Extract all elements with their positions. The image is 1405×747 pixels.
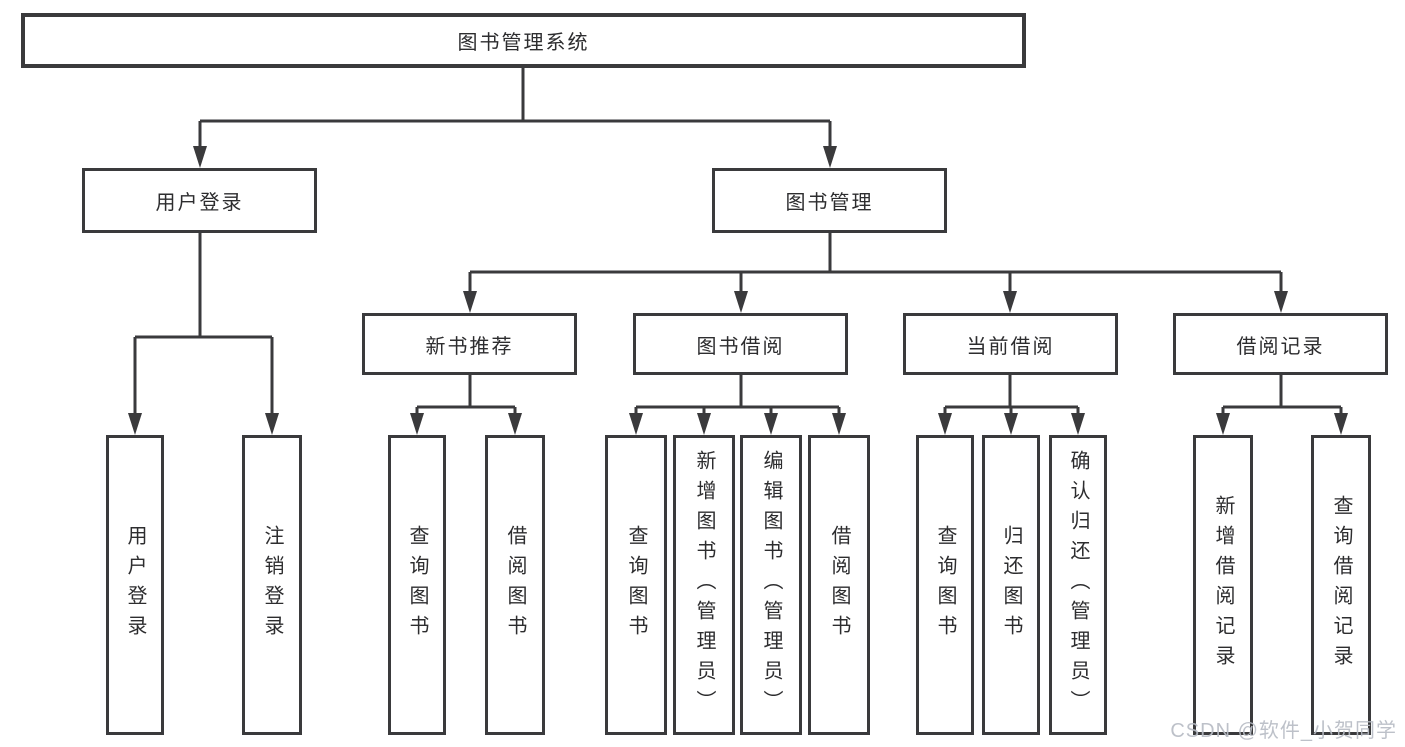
node-book-borrowing: 图书借阅 <box>633 313 848 375</box>
node-current-borrowing: 当前借阅 <box>903 313 1118 375</box>
node-user-login-label: 用户登录 <box>155 192 244 214</box>
leaf-query-books-recommend-label: 查询图书 <box>406 525 428 645</box>
leaf-confirm-return-admin-label: 确认归还（管理员） <box>1067 450 1089 720</box>
leaf-add-books-admin: 新增图书（管理员） <box>673 435 735 735</box>
node-root: 图书管理系统 <box>21 13 1026 68</box>
leaf-query-books-current-label: 查询图书 <box>934 525 956 645</box>
leaf-add-borrow-record: 新增借阅记录 <box>1193 435 1253 735</box>
node-root-label: 图书管理系统 <box>457 32 590 54</box>
node-book-borrowing-label: 图书借阅 <box>696 335 785 358</box>
leaf-user-login-label: 用户登录 <box>124 525 146 645</box>
leaf-logout: 注销登录 <box>242 435 302 735</box>
leaf-borrow-books-label: 借阅图书 <box>828 525 850 645</box>
node-new-book-recommend: 新书推荐 <box>362 313 577 375</box>
leaf-query-books-borrowing-label: 查询图书 <box>625 525 647 645</box>
node-book-management-label: 图书管理 <box>785 192 874 214</box>
leaf-add-books-admin-label: 新增图书（管理员） <box>693 450 715 720</box>
node-borrowing-records-label: 借阅记录 <box>1236 335 1325 358</box>
leaf-add-borrow-record-label: 新增借阅记录 <box>1212 495 1234 675</box>
leaf-borrow-books: 借阅图书 <box>808 435 870 735</box>
leaf-return-books-label: 归还图书 <box>1000 525 1022 645</box>
leaf-query-books-recommend: 查询图书 <box>388 435 446 735</box>
csdn-watermark: CSDN @软件_小贺同学 <box>1170 720 1397 742</box>
leaf-borrow-books-recommend-label: 借阅图书 <box>504 525 526 645</box>
leaf-user-login: 用户登录 <box>106 435 164 735</box>
leaf-query-books-borrowing: 查询图书 <box>605 435 667 735</box>
node-borrowing-records: 借阅记录 <box>1173 313 1388 375</box>
leaf-confirm-return-admin: 确认归还（管理员） <box>1049 435 1107 735</box>
leaf-edit-books-admin: 编辑图书（管理员） <box>740 435 802 735</box>
leaf-borrow-books-recommend: 借阅图书 <box>485 435 545 735</box>
leaf-logout-label: 注销登录 <box>261 525 283 645</box>
leaf-query-borrow-record-label: 查询借阅记录 <box>1330 495 1352 675</box>
node-new-book-recommend-label: 新书推荐 <box>425 335 514 358</box>
leaf-return-books: 归还图书 <box>982 435 1040 735</box>
leaf-edit-books-admin-label: 编辑图书（管理员） <box>760 450 782 720</box>
node-user-login: 用户登录 <box>82 168 317 233</box>
arrowhead-icons <box>128 146 1348 435</box>
leaf-query-books-current: 查询图书 <box>916 435 974 735</box>
node-book-management: 图书管理 <box>712 168 947 233</box>
leaf-query-borrow-record: 查询借阅记录 <box>1311 435 1371 735</box>
node-current-borrowing-label: 当前借阅 <box>966 335 1055 358</box>
